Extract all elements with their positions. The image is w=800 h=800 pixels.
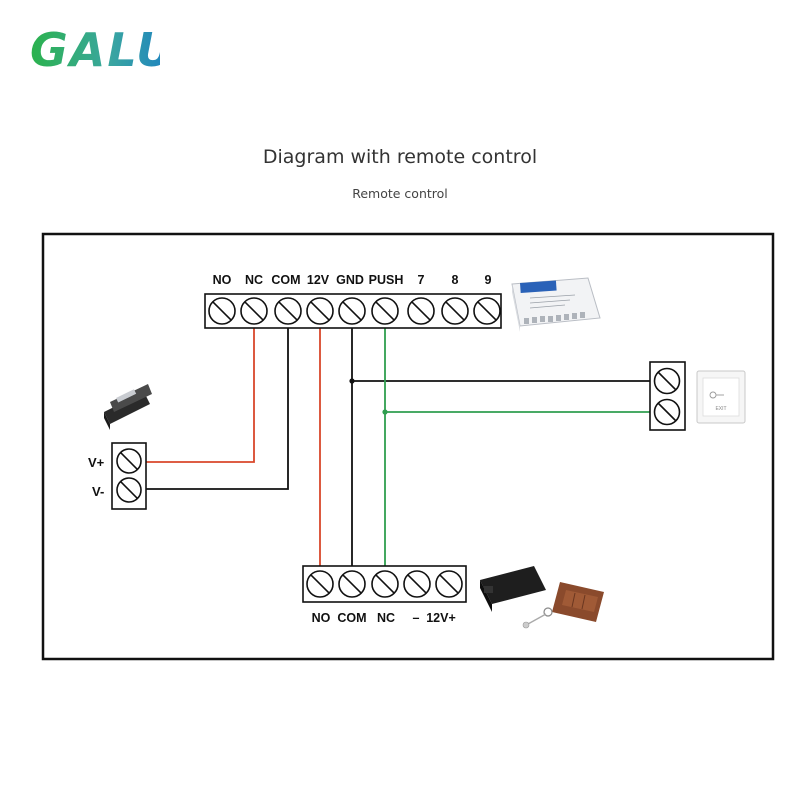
receiver-screw-1 [306, 570, 334, 598]
receiver-screw-2 [338, 570, 366, 598]
wire-com-to-lock-vminus [146, 327, 289, 490]
exit-button-terminal-block [649, 361, 686, 431]
receiver-label-12vplus: 12V+ [426, 611, 456, 625]
wires [146, 327, 650, 567]
receiver-labels: NO COM NC – 12V+ [312, 611, 456, 625]
receiver-screw-3 [371, 570, 399, 598]
controller-label-8: 8 [452, 273, 459, 287]
junction-gnd [349, 378, 355, 384]
receiver-label-no: NO [312, 611, 331, 625]
receiver-label-minus: – [413, 611, 420, 625]
galu-logo: GALU [30, 23, 160, 74]
controller-label-9: 9 [485, 273, 492, 287]
controller-labels: NO NC COM 12V GND PUSH 7 8 9 [213, 273, 492, 287]
diagram-frame [41, 232, 775, 661]
page-title: Diagram with remote control [262, 146, 538, 168]
controller-terminal-block [204, 293, 502, 329]
controller-screw-4 [306, 297, 334, 325]
lock-labels: V+ V- [88, 455, 105, 499]
exit-button-image: EXIT [696, 370, 746, 424]
controller-screw-1 [208, 297, 236, 325]
controller-label-nc: NC [245, 273, 263, 287]
controller-screw-8 [441, 297, 469, 325]
controller-label-com: COM [271, 273, 300, 287]
lock-label-vplus: V+ [88, 455, 105, 470]
wire-nc-to-lock-vplus [146, 327, 255, 463]
receiver-screw-4 [403, 570, 431, 598]
exit-button-screw-1 [653, 367, 681, 395]
exit-button-screw-2 [653, 398, 681, 426]
lock-screw-1 [116, 448, 142, 474]
controller-screw-3 [274, 297, 302, 325]
controller-label-push: PUSH [369, 273, 404, 287]
controller-screw-5 [338, 297, 366, 325]
page-subtitle: Remote control [352, 186, 448, 201]
controller-label-12v: 12V [307, 273, 330, 287]
remote-receiver-image [480, 566, 546, 612]
receiver-label-nc: NC [377, 611, 395, 625]
controller-label-7: 7 [418, 273, 425, 287]
power-supply-controller-image [511, 277, 601, 332]
exit-button-label: EXIT [715, 406, 726, 412]
lock-terminal-block [111, 442, 147, 510]
controller-screw-6 [371, 297, 399, 325]
controller-screw-7 [407, 297, 435, 325]
lock-label-vminus: V- [92, 484, 104, 499]
remote-key-fob-image [522, 582, 604, 629]
electric-lock-image [104, 384, 152, 430]
receiver-label-com: COM [337, 611, 366, 625]
lock-screw-2 [116, 477, 142, 503]
logo-text: GALU [30, 23, 160, 74]
controller-screw-9 [473, 297, 501, 325]
junction-push [382, 409, 388, 415]
controller-label-gnd: GND [336, 273, 364, 287]
receiver-terminal-block [302, 565, 467, 603]
controller-screw-2 [240, 297, 268, 325]
receiver-screw-5 [435, 570, 463, 598]
controller-label-no: NO [213, 273, 232, 287]
